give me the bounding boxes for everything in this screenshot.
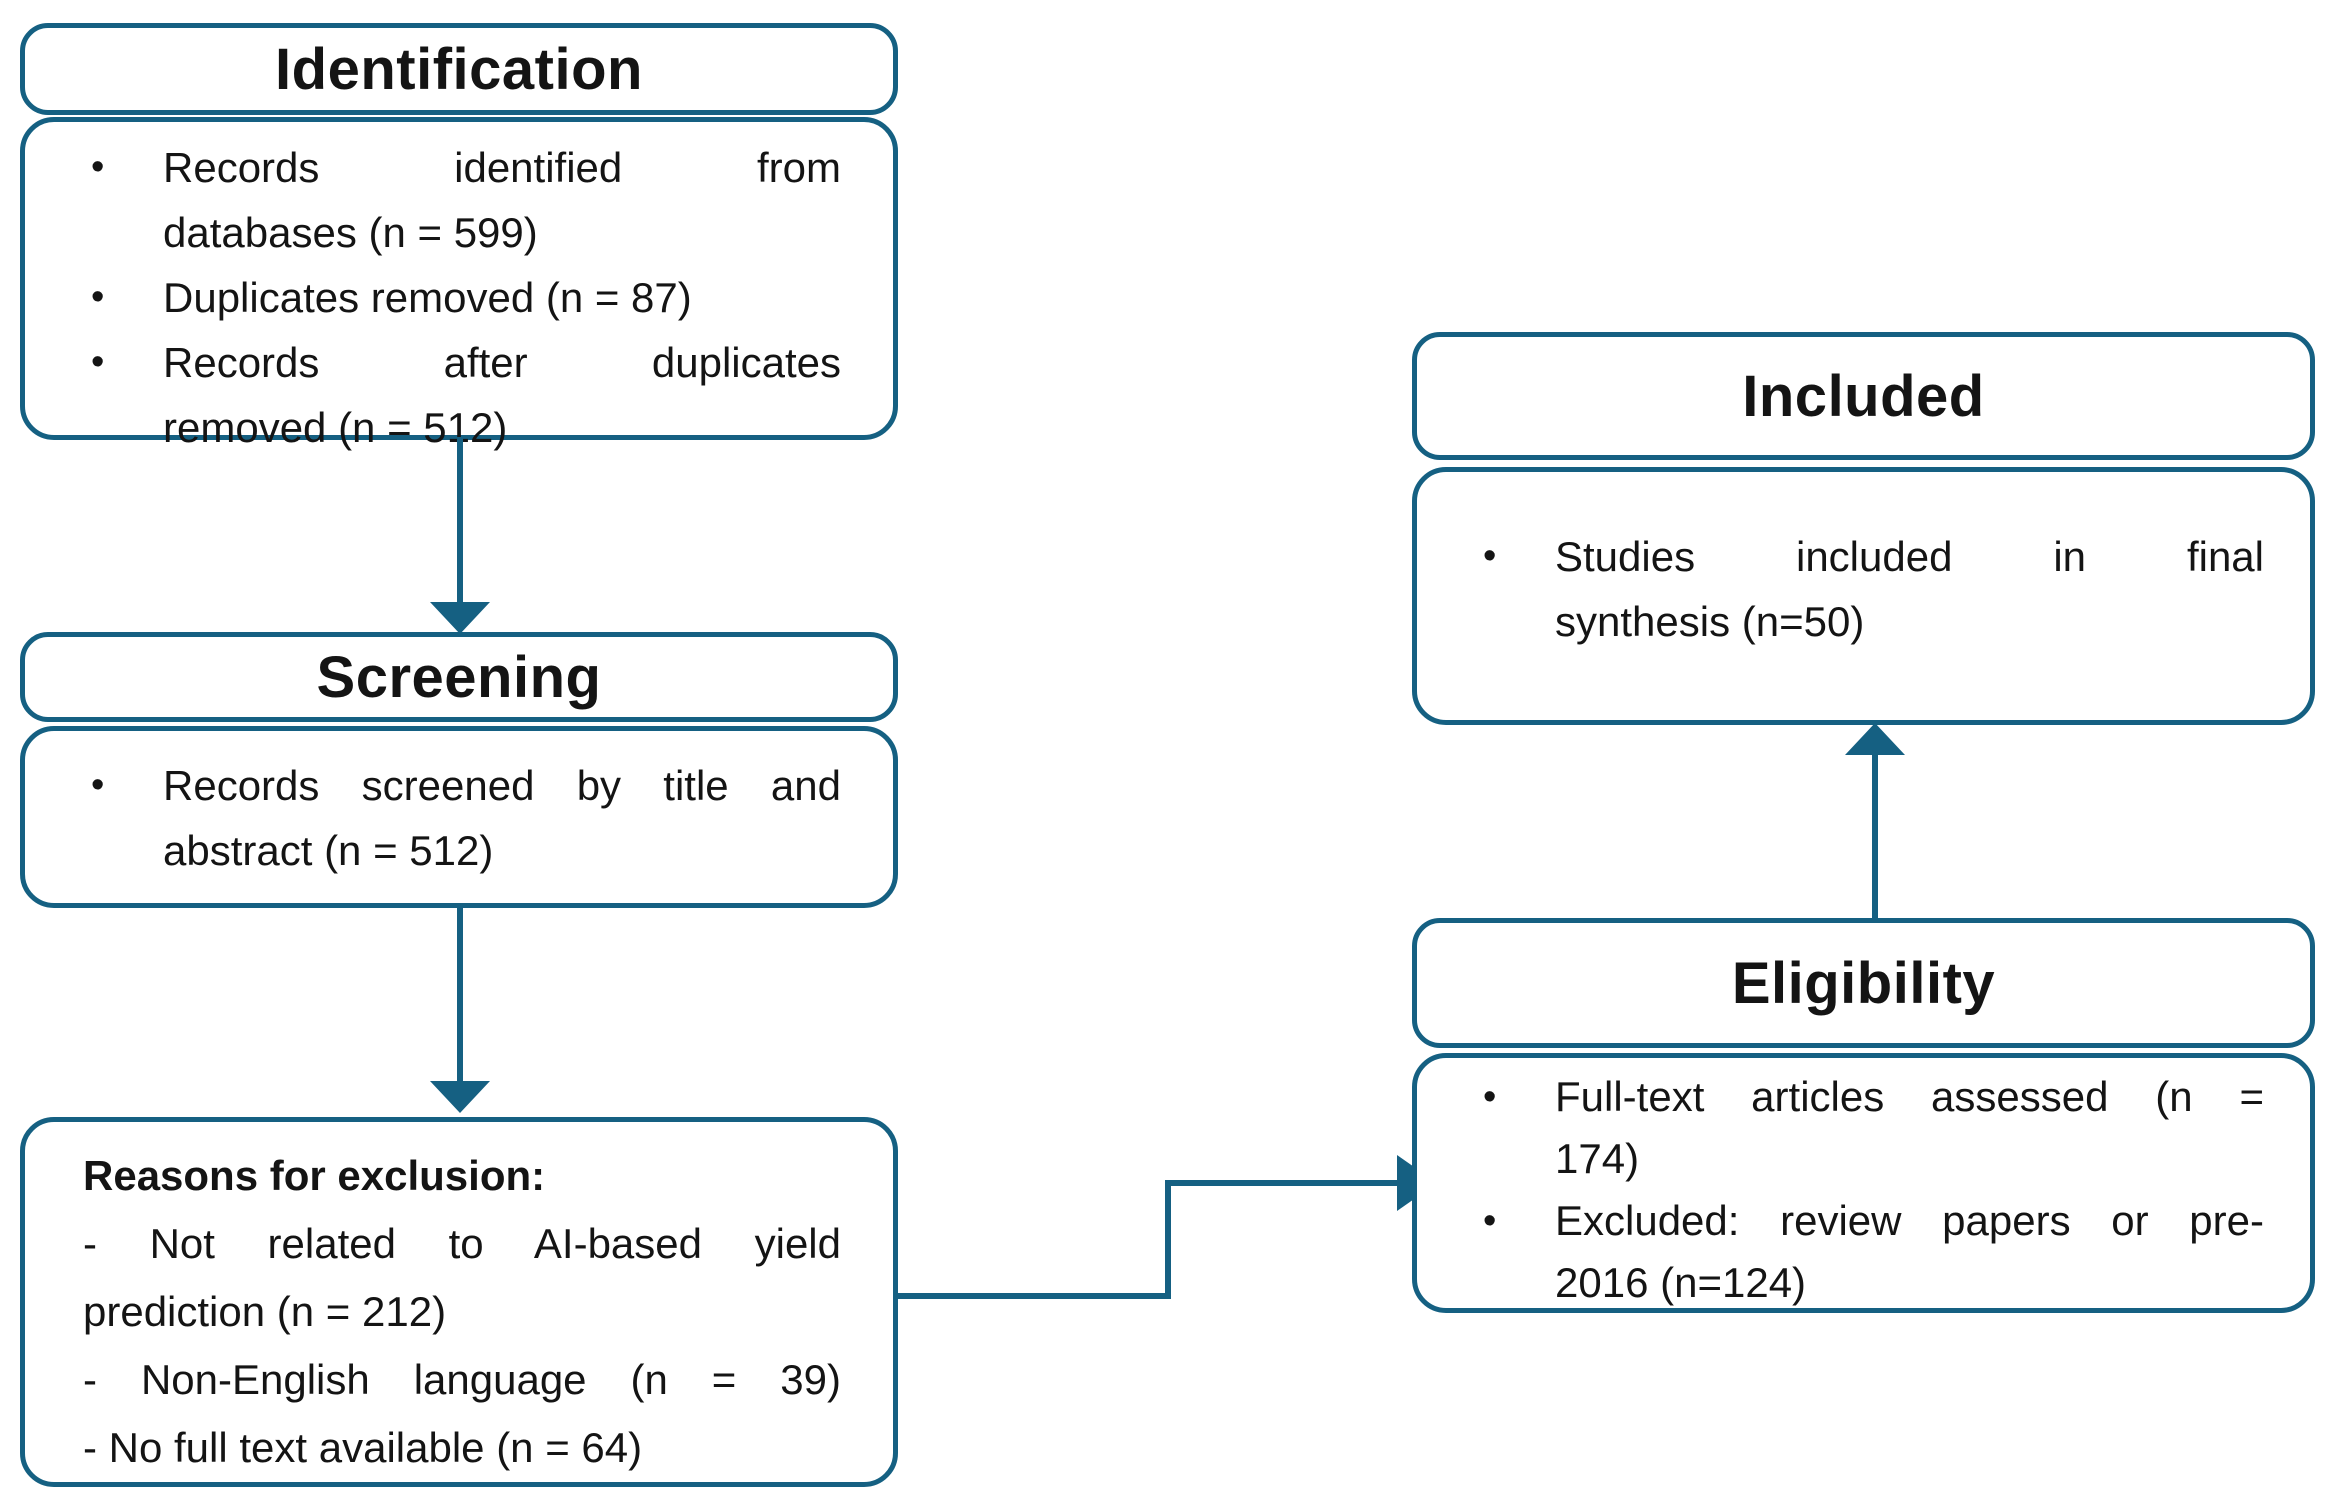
identification-content-box: • Records identified from databases (n =… xyxy=(20,117,898,451)
exclusion-reason: - Not related to AI-based yield xyxy=(83,1220,841,1267)
list-item-text: Records screened by title and xyxy=(163,762,841,809)
screening-header-box: Screening xyxy=(20,632,898,722)
bullet-icon: • xyxy=(1483,535,1497,577)
eligibility-content-box: • Full-text articles assessed (n = 174) … xyxy=(1412,1053,2315,1313)
list-item-text: abstract (n = 512) xyxy=(163,827,494,874)
list-item-text: Duplicates removed (n = 87) xyxy=(163,274,692,321)
list-item: • Records screened by title and abstract… xyxy=(83,753,841,883)
eligibility-title: Eligibility xyxy=(1731,950,1996,1016)
bullet-icon: • xyxy=(1483,1076,1497,1118)
arrow-down-icon xyxy=(430,602,490,634)
arrow-up-line xyxy=(1872,753,1878,920)
eligibility-header-box: Eligibility xyxy=(1412,918,2315,1048)
included-content-box: • Studies included in final synthesis (n… xyxy=(1412,467,2315,725)
list-item: • Duplicates removed (n = 87) xyxy=(83,265,841,330)
list-item: • Records identified from databases (n =… xyxy=(83,135,841,265)
exclusion-reason: prediction (n = 212) xyxy=(83,1288,447,1335)
list-item-text: Excluded: review papers or pre- xyxy=(1555,1197,2264,1244)
included-title: Included xyxy=(1742,363,1985,429)
exclusion-reason: - No full text available (n = 64) xyxy=(83,1424,643,1471)
arrow-down-line xyxy=(457,908,463,1083)
exclusion-reasons-box: Reasons for exclusion: - Not related to … xyxy=(20,1117,898,1487)
connector-line xyxy=(898,1293,1171,1299)
connector-line xyxy=(1165,1183,1171,1299)
list-item-text: databases (n = 599) xyxy=(163,209,538,256)
exclusion-heading: Reasons for exclusion: xyxy=(83,1152,546,1199)
included-header-box: Included xyxy=(1412,332,2315,460)
screening-content-box: • Records screened by title and abstract… xyxy=(20,726,898,908)
screening-title: Screening xyxy=(316,644,602,710)
exclusion-reason: - Non-English language (n = 39) xyxy=(83,1356,841,1403)
connector-line xyxy=(1165,1180,1397,1186)
bullet-icon: • xyxy=(1483,1200,1497,1242)
list-item: • Studies included in final synthesis (n… xyxy=(1475,524,2264,654)
list-item-text: removed (n = 512) xyxy=(163,404,508,451)
list-item-text: Studies included in final xyxy=(1555,533,2264,580)
bullet-icon: • xyxy=(91,764,105,806)
list-item-text: 174) xyxy=(1555,1135,1640,1182)
bullet-icon: • xyxy=(91,341,105,383)
list-item: • Excluded: review papers or pre- 2016 (… xyxy=(1475,1190,2264,1314)
list-item-text: synthesis (n=50) xyxy=(1555,598,1865,645)
list-item-text: Full-text articles assessed (n = xyxy=(1555,1073,2264,1120)
list-item: • Records after duplicates removed (n = … xyxy=(83,330,841,460)
list-item-text: Records identified from xyxy=(163,144,841,191)
identification-header-box: Identification xyxy=(20,23,898,115)
list-item: • Full-text articles assessed (n = 174) xyxy=(1475,1066,2264,1190)
bullet-icon: • xyxy=(91,276,105,318)
arrow-down-icon xyxy=(430,1081,490,1113)
arrow-up-icon xyxy=(1845,723,1905,755)
list-item-text: 2016 (n=124) xyxy=(1555,1259,1807,1306)
arrow-down-line xyxy=(457,437,463,604)
identification-title: Identification xyxy=(275,36,643,102)
bullet-icon: • xyxy=(91,146,105,188)
list-item-text: Records after duplicates xyxy=(163,339,841,386)
